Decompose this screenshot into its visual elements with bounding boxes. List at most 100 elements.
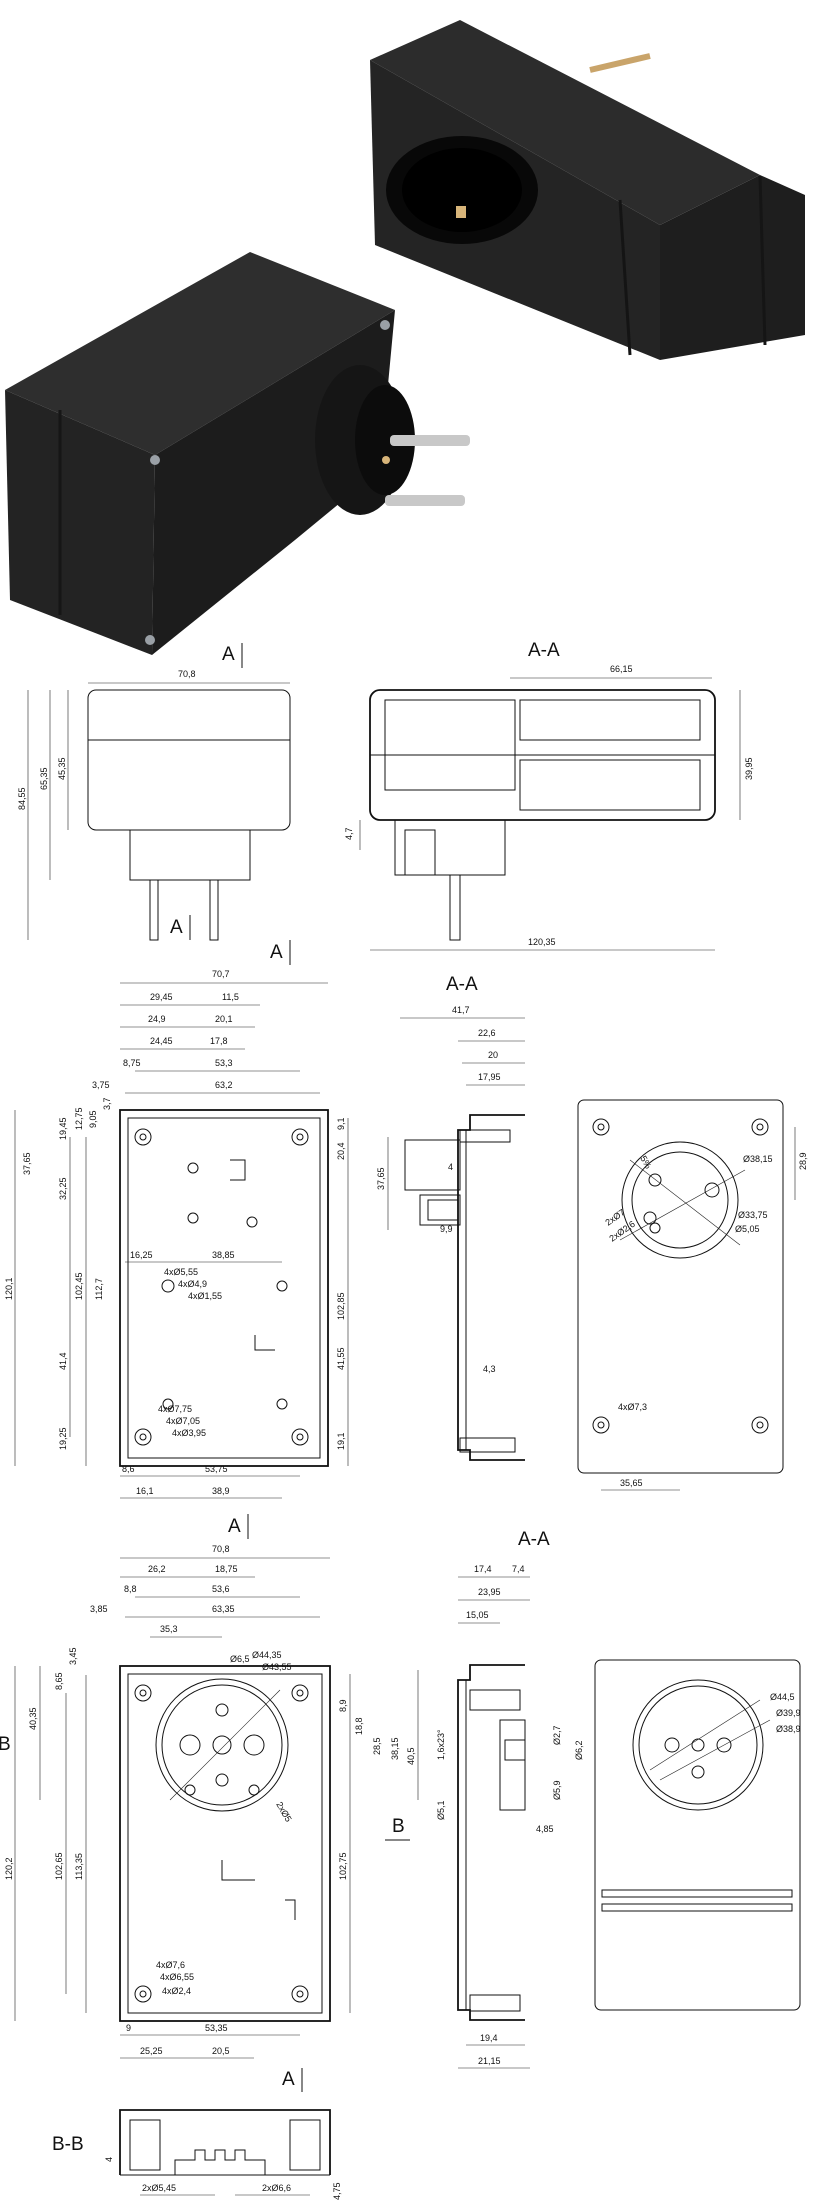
bv2-dim-3: Ø5,05 (735, 1224, 760, 1234)
s3sec-dim-0: 17,4 (474, 1564, 492, 1574)
enclosure-with-plug-photo (5, 252, 470, 655)
section-label-aa-2: A-A (446, 974, 478, 995)
dim-top-7: 8,75 (123, 1058, 141, 1068)
dim-bottom-2: 16,1 (136, 1486, 154, 1496)
dim-h2: 65,35 (39, 767, 49, 790)
s3-top-4: 53,6 (212, 1584, 230, 1594)
bv2-dim-2: Ø33,75 (738, 1210, 768, 1220)
dim-top-4: 20,1 (215, 1014, 233, 1024)
face-dim-0: Ø44,5 (770, 1692, 795, 1702)
dim-left-7: 112,7 (94, 1278, 104, 1300)
dim-bottom-1: 53,75 (205, 1464, 228, 1474)
view-label-a-2: A (270, 942, 283, 963)
section-label-aa: A-A (528, 640, 560, 661)
face-dim-1: Ø39,9 (776, 1708, 801, 1718)
s3sec-dim-5: Ø2,7 (552, 1725, 562, 1745)
s3-top-2: 18,75 (215, 1564, 238, 1574)
s3-top-6: 63,35 (212, 1604, 235, 1614)
dim-top-5: 24,45 (150, 1036, 173, 1046)
bottom-view-2: 28,9 Ø38,15 Ø33,75 Ø5,05 2xØ7 2xØ2,6 4xØ… (577, 1099, 808, 1491)
s3sec-dim-8: Ø5,9 (552, 1780, 562, 1800)
dim-h3: 45,35 (57, 757, 67, 780)
s3-top-3: 8,8 (124, 1584, 137, 1594)
s3-bottom-3: 20,5 (212, 2046, 230, 2056)
s3sec-dim-4: 1,6x23° (436, 1729, 446, 1760)
s3-hole-3: 2xØ5 (274, 1800, 293, 1824)
s3-right-5: 102,75 (338, 1852, 348, 1880)
sec2-dim-0: 41,7 (452, 1005, 470, 1015)
s3-left-1: 8,65 (54, 1672, 64, 1690)
s3-top-0: 70,8 (212, 1544, 230, 1554)
hole-2: 4xØ1,55 (188, 1291, 222, 1301)
sec2-dim-2: 20 (488, 1050, 498, 1060)
front-view-3: A 70,8 26,2 18,75 8,8 53,6 3,85 63,35 35… (0, 1514, 419, 2059)
dim-top-2: 11,5 (222, 992, 239, 1002)
s3-hole-2: Ø6,5 (230, 1654, 250, 1664)
sec2-dim-5: 4,3 (483, 1364, 496, 1374)
s3-right-2: 28,5 (372, 1737, 382, 1755)
dim-mid-1: 38,85 (212, 1250, 235, 1260)
s3-hole-4: 4xØ7,6 (156, 1960, 185, 1970)
hole-4: 4xØ7,05 (166, 1416, 200, 1426)
sec2-dim-1: 22,6 (478, 1028, 496, 1038)
dim-bottom-3: 38,9 (212, 1486, 230, 1496)
dim-bottom-0: 8,6 (122, 1464, 135, 1474)
sec2-dim-6: 4 (448, 1162, 453, 1172)
s3-right-3: 38,15 (390, 1737, 400, 1760)
front-view-2: A 70,7 29,45 11,5 24,9 20,1 24,45 17,8 8… (4, 940, 389, 1499)
dim-left-3: 19,45 (58, 1117, 68, 1140)
dim-left: 4,7 (344, 827, 354, 840)
bv2-dim-6: 4xØ7,3 (618, 1402, 647, 1412)
dim-top-3: 24,9 (148, 1014, 166, 1024)
hole-5: 4xØ3,95 (172, 1428, 206, 1438)
s3sec-dim-7: Ø5,1 (436, 1800, 446, 1820)
sec2-dim-3: 17,95 (478, 1072, 501, 1082)
view-label-a-3: A (228, 1516, 241, 1537)
s3-top-1: 26,2 (148, 1564, 166, 1574)
s3sec-dim-10: 19,4 (480, 2033, 498, 2043)
bb-dim-1: 2xØ6,6 (262, 2183, 291, 2193)
dim-top-9: 3,75 (92, 1080, 110, 1090)
dim-h1: 84,55 (17, 787, 27, 810)
s3sec-dim-11: 21,15 (478, 2056, 501, 2066)
bv2-dim-0: 28,9 (798, 1152, 808, 1170)
s3-hole-6: 4xØ2,4 (162, 1986, 191, 1996)
dim-left-9: 41,4 (58, 1352, 68, 1370)
section-label-bb: B-B (52, 2134, 84, 2155)
dim-right-3: 102,85 (336, 1292, 346, 1320)
s3-bottom-0: 9 (126, 2023, 131, 2033)
s3-hole-5: 4xØ6,55 (160, 1972, 194, 1982)
dim-right-0: 9,1 (336, 1117, 346, 1130)
dim-width: 70,8 (178, 669, 196, 679)
enclosure-with-socket-photo (370, 20, 805, 360)
s3sec-dim-1: 7,4 (512, 1564, 525, 1574)
dim-right-2: 37,65 (376, 1167, 386, 1190)
dim-left-5: 32,25 (58, 1177, 68, 1200)
dim-top-8: 53,3 (215, 1058, 233, 1068)
face-view-3: Ø44,5 Ø39,9 Ø38,9 (594, 1659, 801, 2011)
dim-mid-0: 16,25 (130, 1250, 153, 1260)
s3-bottom-1: 53,35 (205, 2023, 228, 2033)
dim-right-1: 20,4 (336, 1142, 346, 1160)
s3-left-4: 113,35 (74, 1853, 84, 1880)
dim-top-10: 63,2 (215, 1080, 233, 1090)
s3-bottom-2: 25,25 (140, 2046, 163, 2056)
dim-left-10: 19,25 (58, 1427, 68, 1450)
bv2-dim-7: 35,65 (620, 1478, 643, 1488)
dim-right-5: 19,1 (336, 1432, 346, 1450)
dim-right: 39,95 (744, 757, 754, 780)
bb-dim-0: 2xØ5,45 (142, 2183, 176, 2193)
hole-1: 4xØ4,9 (178, 1279, 207, 1289)
hole-0: 4xØ5,55 (164, 1267, 198, 1277)
dim-left-1: 9,05 (88, 1110, 98, 1128)
s3-top-7: 35,3 (160, 1624, 178, 1634)
bv2-dim-1: Ø38,15 (743, 1154, 773, 1164)
s3sec-dim-2: 23,95 (478, 1587, 501, 1597)
s3-right-0: 8,9 (338, 1699, 348, 1712)
sec2-dim-4: 9,9 (440, 1224, 453, 1234)
face-dim-2: Ø38,9 (776, 1724, 801, 1734)
dim-top-1: 29,45 (150, 992, 173, 1002)
front-view-1: A 70,8 A 84,55 65,35 45,35 (17, 643, 291, 941)
section-view-1: A-A 66,15 39,95 4,7 120,35 (344, 640, 754, 951)
